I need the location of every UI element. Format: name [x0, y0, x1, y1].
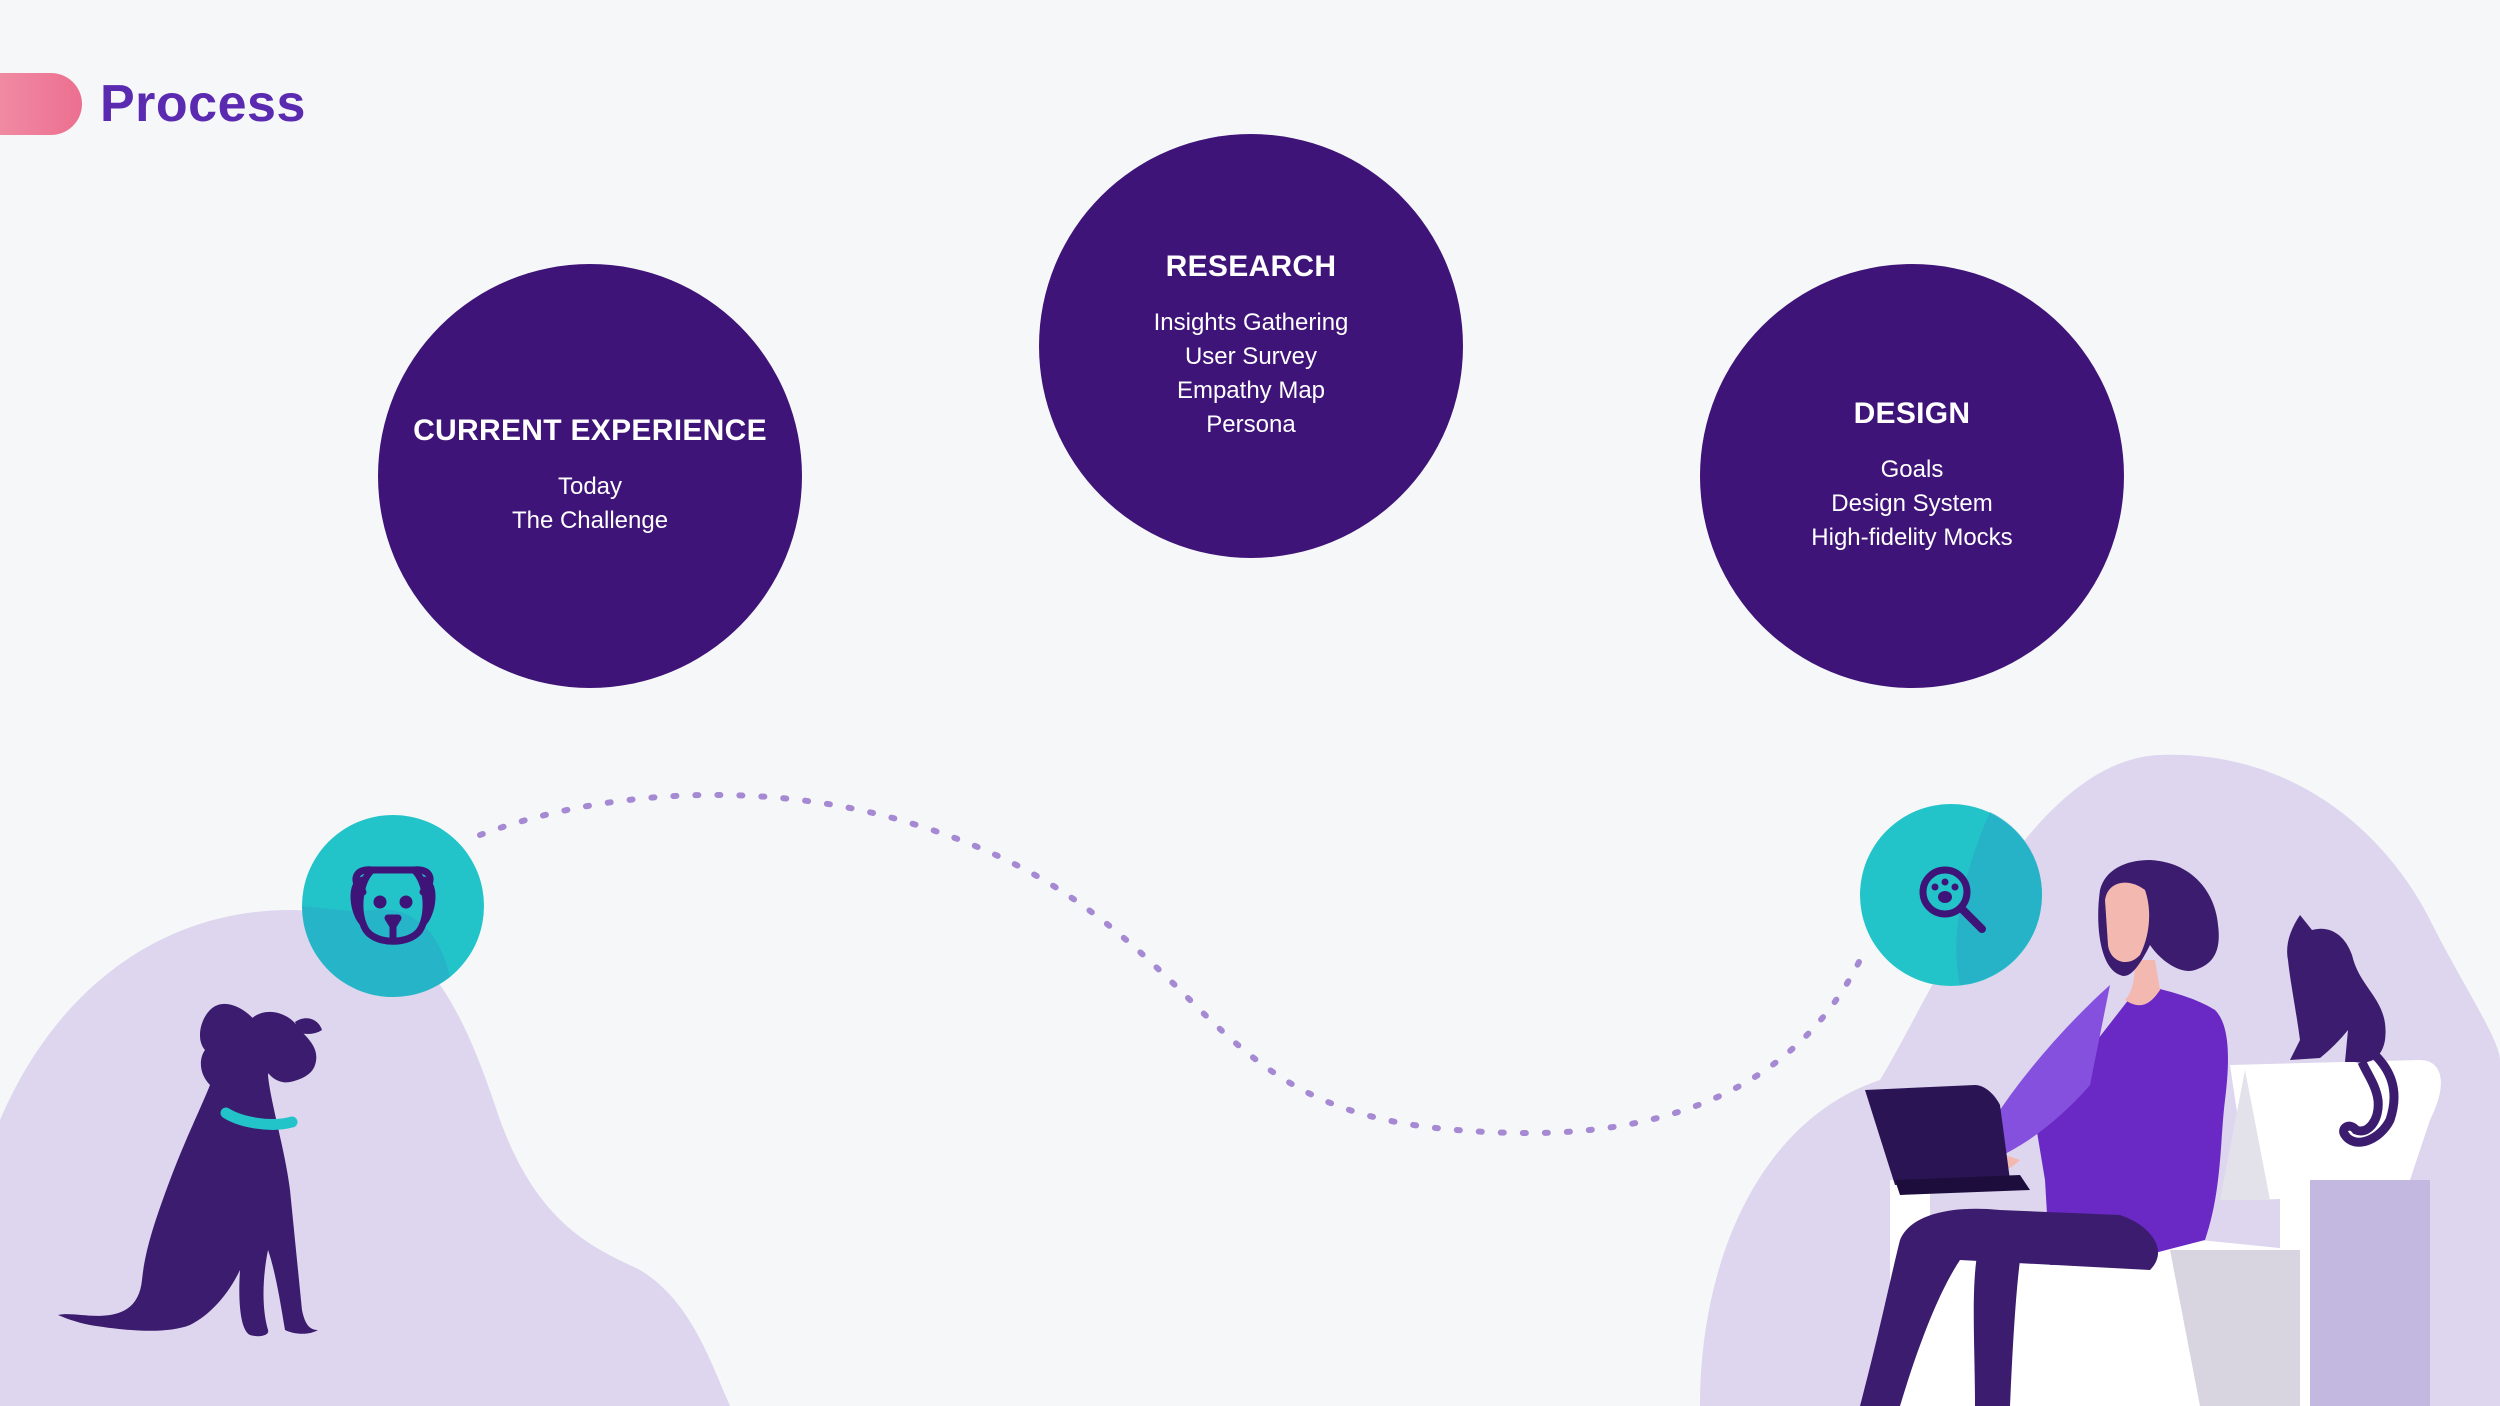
- stage-item: Goals: [1880, 456, 1944, 483]
- stage-item: High-fidelity Mocks: [1811, 524, 2013, 551]
- woman-with-laptop-illustration: [1860, 860, 2228, 1406]
- stage-item: Insights Gathering: [1153, 309, 1349, 336]
- dog-illustration: [58, 1003, 322, 1337]
- stage-item: The Challenge: [511, 507, 669, 534]
- stage-current-experience: CURRENT EXPERIENCE Today The Challenge: [378, 264, 802, 688]
- dog-face-icon: [350, 866, 436, 945]
- process-dotted-path: [477, 791, 1863, 1137]
- stage-item: Today: [557, 473, 623, 500]
- stage-title: DESIGN: [1853, 397, 1971, 430]
- left-marker: [302, 815, 484, 998]
- paw-search-icon: [1919, 866, 1986, 933]
- stage-title: RESEARCH: [1165, 250, 1337, 283]
- cat-illustration: [2287, 915, 2399, 1147]
- stage-design: DESIGN Goals Design System High-fidelity…: [1700, 264, 2124, 688]
- stage-item: User Survey: [1184, 343, 1318, 370]
- stage-item: Design System: [1831, 490, 1993, 517]
- stage-title: CURRENT EXPERIENCE: [413, 414, 767, 447]
- stage-item: Empathy Map: [1176, 377, 1326, 404]
- stage-item: Persona: [1206, 411, 1296, 438]
- title-accent-pill: [0, 73, 82, 135]
- dog-collar: [220, 1107, 298, 1130]
- stage-research: RESEARCH Insights Gathering User Survey …: [1039, 134, 1463, 558]
- page-title: Process: [100, 75, 306, 133]
